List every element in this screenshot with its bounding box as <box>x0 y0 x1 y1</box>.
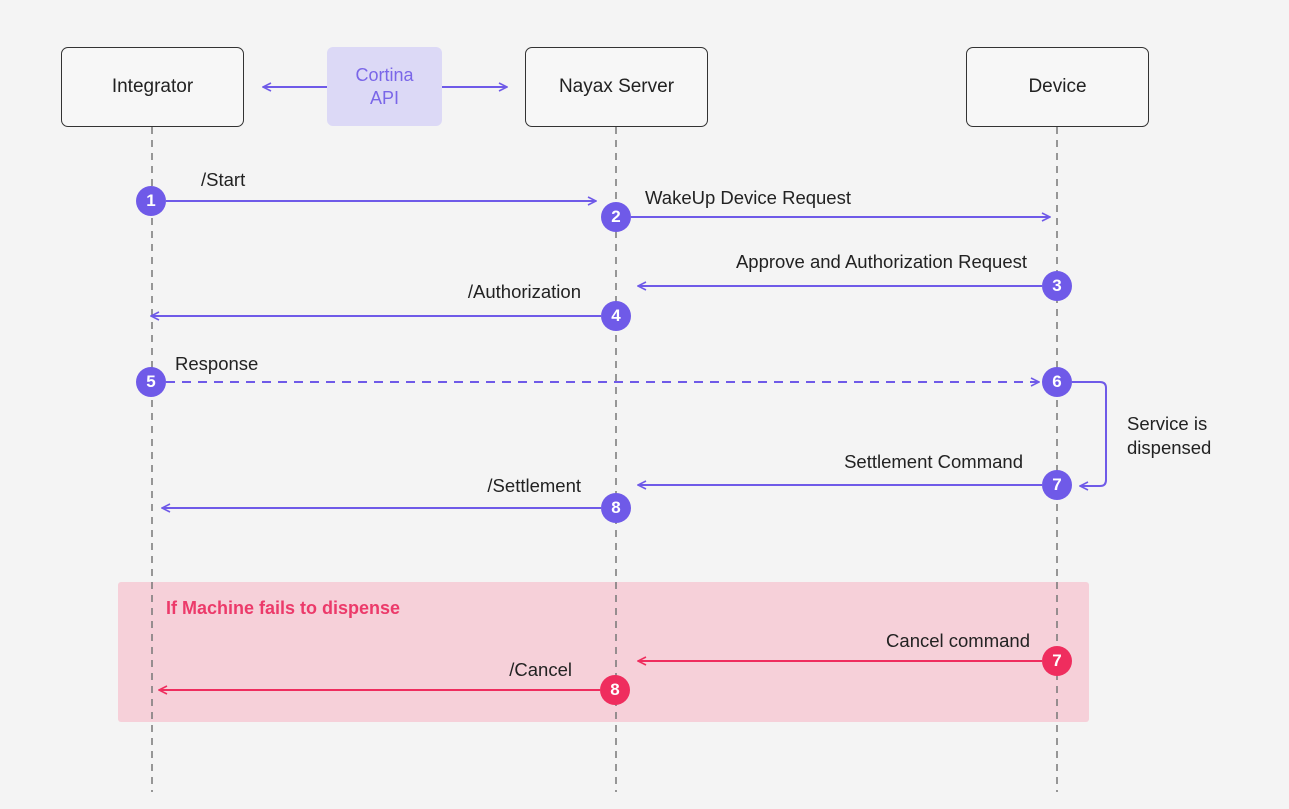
actor-integrator: Integrator <box>61 47 244 127</box>
step-badge-5: 5 <box>136 367 166 397</box>
api-label-line1: Cortina <box>355 64 414 85</box>
actor-integrator-label: Integrator <box>111 76 194 97</box>
label-approve: Approve and Authorization Request <box>735 251 1027 272</box>
step-badge-8: 8 <box>601 493 631 523</box>
cortina-api-box: Cortina API <box>327 47 442 126</box>
step-badge-2: 2 <box>601 202 631 232</box>
label-settlement-command: Settlement Command <box>844 451 1023 472</box>
step-badge-3: 3 <box>1042 271 1072 301</box>
step-badge-cancel-8: 8 <box>600 675 630 705</box>
label-authorization: /Authorization <box>467 281 581 302</box>
actor-device: Device <box>966 47 1149 127</box>
step-badge-7: 7 <box>1042 470 1072 500</box>
label-settlement: /Settlement <box>487 475 581 496</box>
api-label-line2: API <box>369 87 399 108</box>
step-badge-6: 6 <box>1042 367 1072 397</box>
actor-nayax-server-label: Nayax Server <box>558 76 675 97</box>
note-line1: Service is <box>1127 413 1208 434</box>
arrow-service-loop <box>1072 381 1107 486</box>
label-wakeup: WakeUp Device Request <box>645 187 851 208</box>
actor-device-label: Device <box>1028 76 1087 97</box>
service-dispensed-note: Service is dispensed <box>1127 412 1211 460</box>
label-response: Response <box>175 353 259 374</box>
label-start: /Start <box>201 169 246 190</box>
note-line2: dispensed <box>1127 437 1212 458</box>
step-badge-cancel-7: 7 <box>1042 646 1072 676</box>
failure-zone-title: If Machine fails to dispense <box>166 598 401 618</box>
actor-nayax-server: Nayax Server <box>525 47 708 127</box>
label-cancel-command: Cancel command <box>886 630 1030 651</box>
step-badge-4: 4 <box>601 301 631 331</box>
label-cancel: /Cancel <box>509 659 572 680</box>
step-badge-1: 1 <box>136 186 166 216</box>
